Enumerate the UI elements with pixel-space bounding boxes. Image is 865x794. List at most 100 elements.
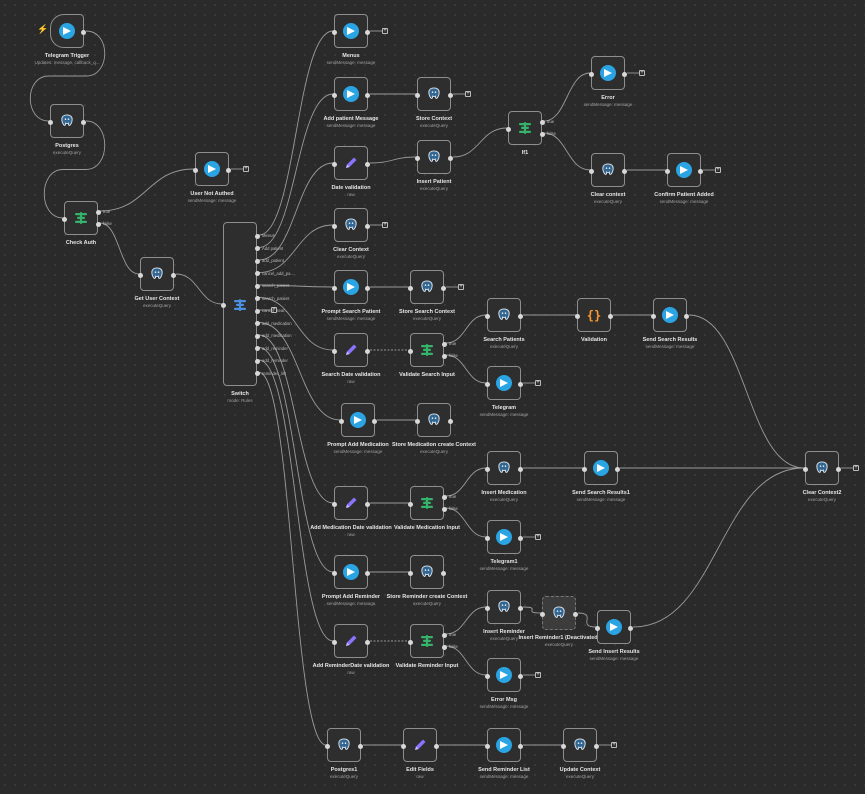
add-node-button[interactable]: + <box>535 380 541 386</box>
input-handle[interactable] <box>485 605 490 611</box>
connection[interactable] <box>258 297 334 351</box>
connection[interactable] <box>445 467 487 497</box>
node-validation[interactable]: {}Validation <box>575 298 613 343</box>
output-handle[interactable] <box>518 313 523 319</box>
connection[interactable] <box>99 168 195 212</box>
switch-output-handle[interactable] <box>255 333 260 339</box>
add-node-button[interactable]: + <box>639 70 645 76</box>
input-handle[interactable] <box>506 126 511 132</box>
connection[interactable] <box>43 120 106 219</box>
input-handle[interactable] <box>803 466 808 472</box>
output-handle-true[interactable] <box>442 341 447 347</box>
input-handle[interactable] <box>415 155 420 161</box>
output-handle[interactable] <box>608 313 613 319</box>
input-handle[interactable] <box>325 743 330 749</box>
input-handle[interactable] <box>62 216 67 222</box>
output-handle[interactable] <box>81 29 86 35</box>
connection[interactable] <box>258 224 334 273</box>
output-handle[interactable] <box>372 418 377 424</box>
input-handle[interactable] <box>485 313 490 319</box>
output-handle[interactable] <box>441 570 446 576</box>
input-handle[interactable] <box>339 418 344 424</box>
connection[interactable] <box>688 314 805 469</box>
output-handle-true[interactable] <box>540 119 545 125</box>
switch-output-handle[interactable] <box>255 233 260 239</box>
output-handle-true[interactable] <box>442 494 447 500</box>
connection[interactable] <box>175 273 223 305</box>
switch-output-handle[interactable] <box>255 258 260 264</box>
output-handle[interactable] <box>365 92 370 98</box>
output-handle[interactable] <box>628 625 633 631</box>
connection[interactable] <box>258 334 334 504</box>
connection[interactable] <box>258 93 334 248</box>
input-handle[interactable] <box>332 348 337 354</box>
connection[interactable] <box>577 612 597 628</box>
output-handle[interactable] <box>684 313 689 319</box>
switch-output-handle[interactable] <box>255 271 260 276</box>
connection[interactable] <box>522 606 542 614</box>
output-handle[interactable] <box>518 466 523 472</box>
switch-output-handle[interactable] <box>255 296 260 301</box>
add-node-button[interactable]: + <box>271 307 277 313</box>
output-handle[interactable] <box>358 743 363 749</box>
input-handle[interactable] <box>485 466 490 472</box>
switch-output-handle[interactable] <box>255 246 260 251</box>
output-handle[interactable] <box>573 611 578 617</box>
connection[interactable] <box>29 30 106 122</box>
input-handle[interactable] <box>332 223 337 229</box>
add-node-button[interactable]: + <box>715 167 721 173</box>
connection[interactable] <box>258 359 334 642</box>
input-handle[interactable] <box>589 168 594 174</box>
output-handle[interactable] <box>622 168 627 174</box>
add-node-button[interactable]: + <box>853 465 859 471</box>
output-handle[interactable] <box>518 535 523 541</box>
input-handle[interactable] <box>332 285 337 291</box>
input-handle[interactable] <box>665 168 670 174</box>
output-handle[interactable] <box>448 155 453 161</box>
output-handle[interactable] <box>448 92 453 98</box>
switch-output-handle[interactable] <box>255 371 260 376</box>
output-handle[interactable] <box>365 223 370 229</box>
connection[interactable] <box>99 222 140 275</box>
input-handle[interactable] <box>575 313 580 319</box>
output-handle-false[interactable] <box>442 506 447 512</box>
input-handle[interactable] <box>595 625 600 631</box>
output-handle-false[interactable] <box>96 221 101 227</box>
connection[interactable] <box>258 347 334 573</box>
add-node-button[interactable]: + <box>382 222 388 228</box>
output-handle[interactable] <box>615 466 620 472</box>
connection[interactable] <box>445 354 487 384</box>
connection[interactable] <box>543 132 591 171</box>
output-handle[interactable] <box>698 168 703 174</box>
add-node-button[interactable]: + <box>465 91 471 97</box>
output-handle[interactable] <box>434 743 439 749</box>
add-node-button[interactable]: + <box>611 742 617 748</box>
connection[interactable] <box>445 645 487 676</box>
output-handle[interactable] <box>365 348 370 354</box>
switch-output-handle[interactable] <box>255 321 260 326</box>
connection[interactable] <box>452 127 508 158</box>
input-handle[interactable] <box>408 639 413 645</box>
connection[interactable] <box>258 372 327 746</box>
input-handle[interactable] <box>485 743 490 749</box>
